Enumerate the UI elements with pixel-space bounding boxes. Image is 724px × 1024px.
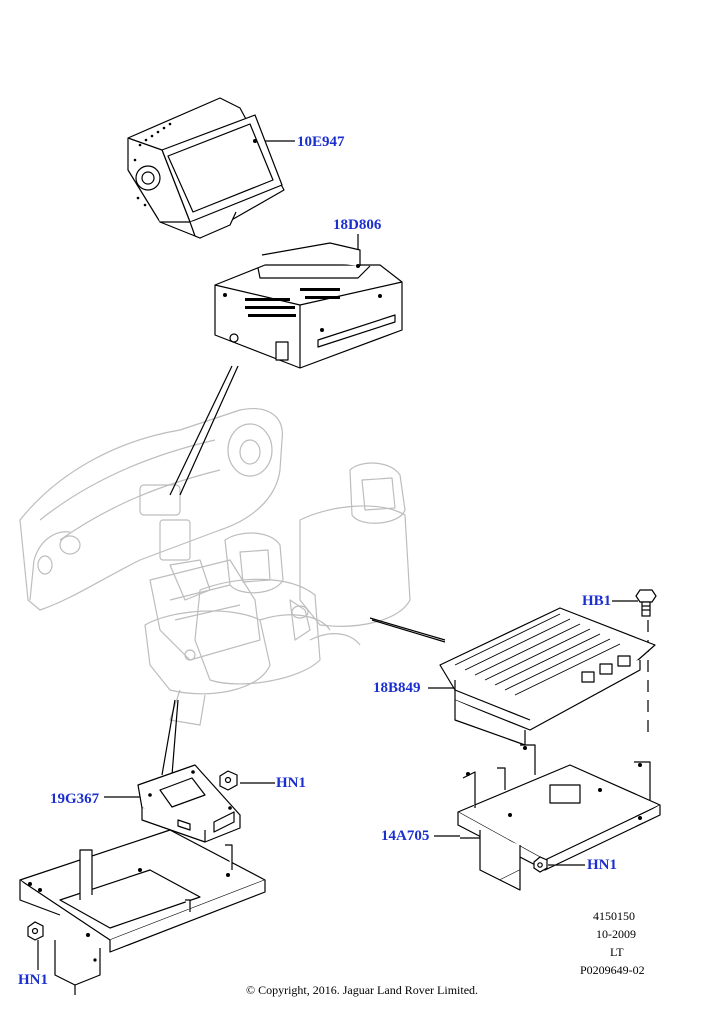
nut-left-top-drawing <box>219 770 238 791</box>
reference-part-ref: P0209649-02 <box>580 963 645 977</box>
nut-left-bottom-drawing <box>27 921 44 941</box>
callout-hb1[interactable]: HB1 <box>582 593 612 609</box>
callout-14a705[interactable]: 14A705 <box>381 828 430 844</box>
module-left-drawing <box>137 764 241 843</box>
callout-19g367[interactable]: 19G367 <box>50 791 100 807</box>
reference-date: 10-2009 <box>596 927 636 941</box>
reference-code: LT <box>610 945 624 959</box>
bracket-right-drawing <box>457 744 661 891</box>
amplifier-drawing <box>439 607 656 746</box>
bracket-left-drawing <box>19 829 266 995</box>
bolt-hb1-drawing <box>635 589 657 617</box>
nut-right-drawing <box>533 856 548 873</box>
reference-number: 4150150 <box>593 909 635 923</box>
callout-18b849[interactable]: 18B849 <box>373 680 421 696</box>
leader-lines <box>37 140 649 970</box>
callout-hn1-right[interactable]: HN1 <box>587 857 617 873</box>
radio-unit-drawing <box>214 242 403 369</box>
callout-10e947[interactable]: 10E947 <box>297 134 345 150</box>
vehicle-interior-illustration <box>19 408 411 726</box>
copyright-text: © Copyright, 2016. Jaguar Land Rover Lim… <box>245 983 479 997</box>
callout-hn1-left-bottom[interactable]: HN1 <box>18 972 48 988</box>
callout-hn1-left-top[interactable]: HN1 <box>276 775 306 791</box>
display-unit-drawing <box>127 97 285 239</box>
callout-18d806[interactable]: 18D806 <box>333 217 382 233</box>
